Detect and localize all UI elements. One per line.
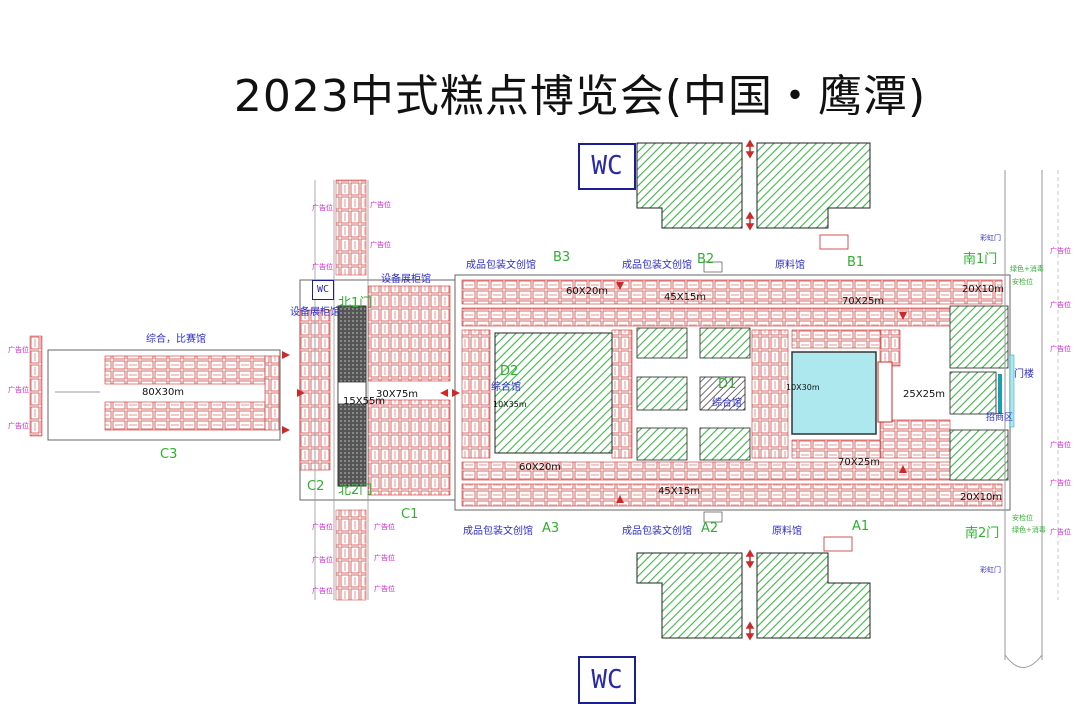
hall-raw-bottom: 原料馆	[772, 526, 802, 537]
gate-tower: 门楼	[1014, 369, 1034, 380]
ad-c-10: 广告位	[374, 585, 395, 593]
gate-north1: 北1门	[338, 296, 373, 311]
ad-left-2: 广告位	[8, 386, 29, 394]
zone-c3: C3	[160, 447, 178, 462]
parking-bottom-left	[636, 552, 743, 639]
zone-b3: B3	[553, 250, 571, 265]
parking-top-right	[756, 142, 871, 229]
hall-comp: 综合，比赛馆	[146, 334, 206, 345]
hall-equip-top: 设备展柜馆	[381, 274, 431, 285]
hall-pack-a2: 成品包装文创馆	[622, 526, 692, 537]
ad-right-6: 广告位	[1050, 528, 1071, 536]
security-top: 安检位	[1012, 278, 1033, 286]
zone-a2: A2	[701, 521, 719, 536]
hall-d2: 综合馆	[491, 382, 521, 393]
dim-20x10-top: 20X10m	[962, 284, 1005, 295]
dim-70x25-bottom: 70X25m	[838, 457, 881, 468]
sanitize-top: 绿色+消毒	[1010, 265, 1044, 273]
rainbow-door-top: 彩虹门	[980, 234, 1001, 242]
dim-10x30: 10X30m	[786, 383, 820, 392]
wc-bottom: WC	[578, 656, 636, 704]
wc-top: WC	[578, 143, 636, 190]
zone-b1: B1	[847, 255, 865, 270]
dim-25x25: 25X25m	[903, 389, 946, 400]
zone-c2: C2	[307, 479, 325, 494]
zone-a1: A1	[852, 519, 870, 534]
dim-70x25-top: 70X25m	[842, 296, 885, 307]
ad-right-1: 广告位	[1050, 247, 1071, 255]
zone-c1: C1	[401, 507, 419, 522]
security-bottom: 安检位	[1012, 514, 1033, 522]
gate-north2: 北2门	[338, 483, 373, 498]
zone-a3: A3	[542, 521, 560, 536]
ad-c-8: 广告位	[374, 523, 395, 531]
hall-pack-b3: 成品包装文创馆	[466, 260, 536, 271]
hall-equip-left: 设备展柜馆	[290, 307, 340, 318]
hall-d1: 综合馆	[712, 398, 742, 409]
zone-d2: D2	[500, 364, 519, 379]
zone-b2: B2	[697, 252, 715, 267]
ad-right-3: 广告位	[1050, 345, 1071, 353]
ad-c-2: 广告位	[312, 263, 333, 271]
gate-south2: 南2门	[965, 526, 1000, 541]
ad-c-3: 广告位	[370, 201, 391, 209]
ad-c-9: 广告位	[374, 554, 395, 562]
ad-right-5: 广告位	[1050, 479, 1071, 487]
dim-45x15-top: 45X15m	[664, 292, 707, 303]
ad-left-3: 广告位	[8, 422, 29, 430]
ad-c-4: 广告位	[370, 241, 391, 249]
gate-south1: 南1门	[963, 252, 998, 267]
parking-top-left	[636, 142, 743, 229]
reception-area: 招商区	[986, 413, 1014, 423]
dim-10x35: 10X35m	[493, 400, 527, 409]
dim-60x20-bottom: 60X20m	[519, 462, 562, 473]
dim-20x10-bottom: 20X10m	[960, 492, 1003, 503]
hall-pack-b2: 成品包装文创馆	[622, 260, 692, 271]
page-title: 2023中式糕点博览会(中国・鹰潭)	[233, 71, 927, 122]
ad-c-7: 广告位	[312, 587, 333, 595]
dim-60x20-top: 60X20m	[566, 286, 609, 297]
ad-c-1: 广告位	[312, 204, 333, 212]
sanitize-bottom: 绿色+消毒	[1012, 526, 1046, 534]
ad-c-6: 广告位	[312, 556, 333, 564]
dim-30x75: 30X75m	[376, 389, 419, 400]
dim-80x30: 80X30m	[142, 387, 185, 398]
ad-left-1: 广告位	[8, 346, 29, 354]
zone-d1: D1	[718, 377, 737, 392]
wc-left: WC	[312, 280, 334, 300]
dim-15x55: 15X55m	[343, 396, 386, 407]
hall-pack-a3: 成品包装文创馆	[463, 526, 533, 537]
ad-c-5: 广告位	[312, 523, 333, 531]
parking-bottom-right	[756, 552, 871, 639]
ad-right-2: 广告位	[1050, 301, 1071, 309]
dim-45x15-bottom: 45X15m	[658, 486, 701, 497]
rainbow-door-bottom: 彩虹门	[980, 566, 1001, 574]
hall-raw-top: 原料馆	[775, 260, 805, 271]
ad-right-4: 广告位	[1050, 441, 1071, 449]
